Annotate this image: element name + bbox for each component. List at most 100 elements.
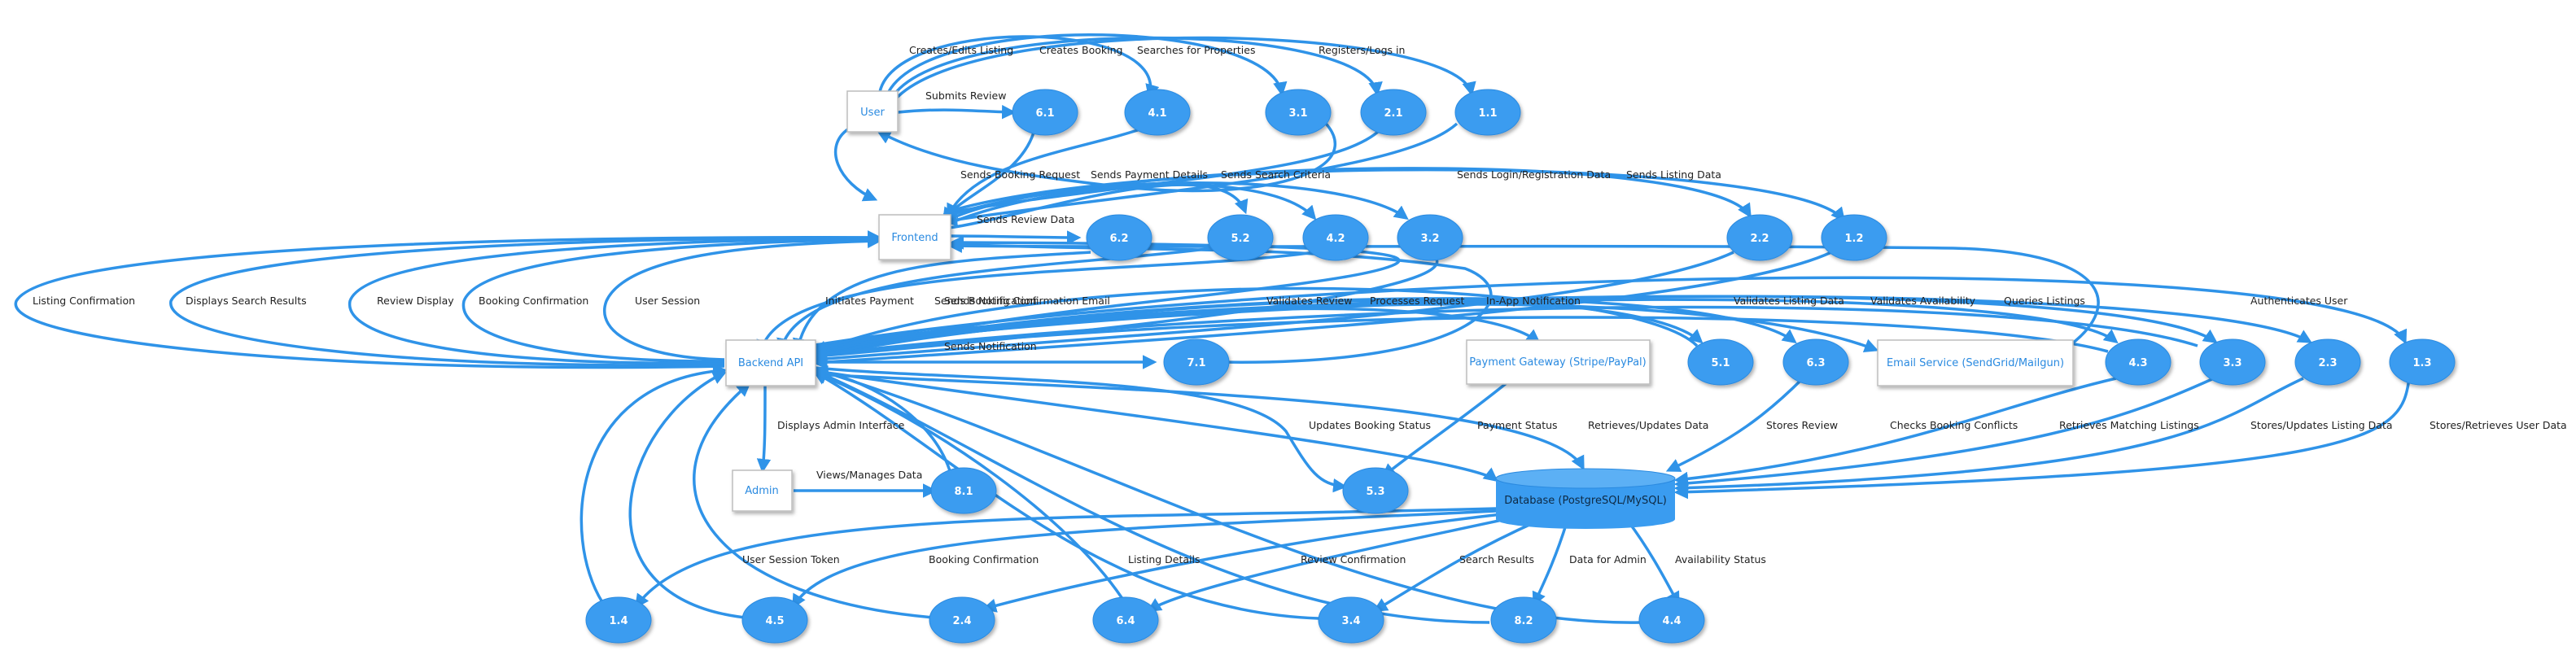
entity-payment-box[interactable] bbox=[1466, 339, 1651, 385]
process-1.1[interactable]: 1.1 bbox=[1454, 89, 1521, 136]
entity-user[interactable]: User bbox=[846, 90, 899, 133]
process-bubble[interactable] bbox=[1265, 89, 1332, 136]
entity-payment-gateway[interactable]: Payment Gateway (Stripe/PayPal) bbox=[1466, 339, 1651, 385]
process-4.3[interactable]: 4.3 bbox=[2105, 338, 2171, 386]
process-3.3[interactable]: 3.3 bbox=[2199, 338, 2266, 386]
process-bubble[interactable] bbox=[1086, 214, 1152, 261]
process-5.1[interactable]: 5.1 bbox=[1687, 338, 1754, 386]
edge-6.2-to-backend bbox=[792, 251, 1091, 353]
process-8.1[interactable]: 8.1 bbox=[930, 467, 997, 514]
process-1.3[interactable]: 1.3 bbox=[2389, 338, 2456, 386]
process-bubble[interactable] bbox=[1454, 89, 1521, 136]
process-4.2[interactable]: 4.2 bbox=[1302, 214, 1369, 261]
entity-frontend-box[interactable] bbox=[878, 214, 951, 260]
process-bubble[interactable] bbox=[1012, 89, 1078, 136]
edge-label: Search Results bbox=[1459, 553, 1534, 565]
process-label: 1.3 bbox=[2412, 357, 2431, 369]
process-label: 6.2 bbox=[1109, 233, 1128, 245]
process-bubble[interactable] bbox=[1397, 214, 1463, 261]
process-5.3[interactable]: 5.3 bbox=[1342, 467, 1409, 514]
process-bubble[interactable] bbox=[585, 596, 652, 644]
edge-label: Availability Status bbox=[1675, 553, 1766, 565]
process-3.1[interactable]: 3.1 bbox=[1265, 89, 1332, 136]
process-5.2[interactable]: 5.2 bbox=[1207, 214, 1274, 261]
process-bubble[interactable] bbox=[2294, 338, 2361, 386]
process-bubble[interactable] bbox=[2199, 338, 2266, 386]
edge-4.5-to-backend bbox=[628, 371, 754, 620]
process-3.4[interactable]: 3.4 bbox=[1318, 596, 1384, 644]
process-2.2[interactable]: 2.2 bbox=[1726, 214, 1793, 261]
process-label: 6.1 bbox=[1035, 107, 1054, 120]
process-bubble[interactable] bbox=[1726, 214, 1793, 261]
process-2.1[interactable]: 2.1 bbox=[1360, 89, 1427, 136]
process-bubble[interactable] bbox=[741, 596, 808, 644]
process-bubble[interactable] bbox=[1687, 338, 1754, 386]
process-bubble[interactable] bbox=[1124, 89, 1191, 136]
process-7.1[interactable]: 7.1 bbox=[1163, 338, 1230, 386]
process-bubble[interactable] bbox=[1360, 89, 1427, 136]
edge-label: Retrieves/Updates Data bbox=[1588, 419, 1708, 431]
entity-email-box[interactable] bbox=[1877, 339, 2074, 386]
process-bubble[interactable] bbox=[1318, 596, 1384, 644]
edge-label: Sends Search Criteria bbox=[1221, 168, 1331, 181]
process-bubble[interactable] bbox=[1207, 214, 1274, 261]
process-label: 6.4 bbox=[1116, 615, 1135, 627]
entity-backend[interactable]: Backend API bbox=[725, 339, 816, 386]
entity-frontend[interactable]: Frontend bbox=[878, 214, 951, 260]
edge-backend-to-frontend-2 bbox=[169, 230, 882, 367]
process-8.2[interactable]: 8.2 bbox=[1490, 596, 1557, 644]
process-label: 4.1 bbox=[1148, 107, 1166, 120]
process-4.1[interactable]: 4.1 bbox=[1124, 89, 1191, 136]
edge-database-to-8.2 bbox=[1532, 522, 1568, 607]
process-bubble[interactable] bbox=[1490, 596, 1557, 644]
process-4.5[interactable]: 4.5 bbox=[741, 596, 808, 644]
process-bubble[interactable] bbox=[1638, 596, 1705, 644]
process-3.2[interactable]: 3.2 bbox=[1397, 214, 1463, 261]
process-bubble[interactable] bbox=[930, 467, 997, 514]
edge-3.1-to-user bbox=[876, 108, 1337, 193]
process-label: 3.1 bbox=[1288, 107, 1307, 120]
entity-user-box[interactable] bbox=[846, 90, 899, 133]
process-bubble[interactable] bbox=[1163, 338, 1230, 386]
edge-frontend-to-6.2 bbox=[947, 230, 1082, 245]
process-label: 5.1 bbox=[1711, 357, 1730, 369]
process-bubble[interactable] bbox=[1821, 214, 1887, 261]
process-6.2[interactable]: 6.2 bbox=[1086, 214, 1152, 261]
process-1.4[interactable]: 1.4 bbox=[585, 596, 652, 644]
process-bubble[interactable] bbox=[929, 596, 995, 644]
process-6.3[interactable]: 6.3 bbox=[1782, 338, 1849, 386]
process-4.4[interactable]: 4.4 bbox=[1638, 596, 1705, 644]
entity-database[interactable]: Database (PostgreSQL/MySQL) bbox=[1495, 468, 1676, 529]
edge-label: Retrieves Matching Listings bbox=[2059, 419, 2199, 431]
edge-label: Queries Listings bbox=[2004, 295, 2085, 307]
edge-label: Sends Listing Data bbox=[1626, 168, 1721, 181]
process-bubble[interactable] bbox=[2389, 338, 2456, 386]
entity-admin[interactable]: Admin bbox=[732, 469, 793, 512]
process-bubble[interactable] bbox=[2105, 338, 2171, 386]
process-6.1[interactable]: 6.1 bbox=[1012, 89, 1078, 136]
process-2.4[interactable]: 2.4 bbox=[929, 596, 995, 644]
process-bubble[interactable] bbox=[1782, 338, 1849, 386]
process-bubble[interactable] bbox=[1342, 467, 1409, 514]
edge-label: Booking Confirmation bbox=[479, 295, 588, 307]
process-6.4[interactable]: 6.4 bbox=[1092, 596, 1159, 644]
process-label: 2.2 bbox=[1750, 233, 1769, 245]
edge-backend-to-frontend-5 bbox=[603, 234, 882, 361]
process-bubble[interactable] bbox=[1092, 596, 1159, 644]
process-1.2[interactable]: 1.2 bbox=[1821, 214, 1887, 261]
process-2.3[interactable]: 2.3 bbox=[2294, 338, 2361, 386]
process-label: 2.3 bbox=[2318, 357, 2337, 369]
edge-4.1-to-frontend bbox=[947, 124, 1150, 219]
entity-backend-box[interactable] bbox=[725, 339, 816, 386]
database-body[interactable] bbox=[1496, 478, 1675, 529]
edge-label: Review Confirmation bbox=[1301, 553, 1406, 565]
entity-email-service[interactable]: Email Service (SendGrid/Mailgun) bbox=[1877, 339, 2074, 386]
entity-payment-label: Payment Gateway (Stripe/PayPal) bbox=[1469, 356, 1646, 369]
entity-admin-box[interactable] bbox=[732, 469, 793, 512]
process-bubble[interactable] bbox=[1302, 214, 1369, 261]
edge-user-to-1.1 bbox=[894, 36, 1476, 101]
edge-label: Initiates Payment bbox=[825, 295, 914, 307]
edge-backend-to-frontend-1 bbox=[14, 230, 882, 369]
process-label: 3.2 bbox=[1420, 233, 1439, 245]
edge-label: In-App Notification bbox=[1486, 295, 1581, 307]
